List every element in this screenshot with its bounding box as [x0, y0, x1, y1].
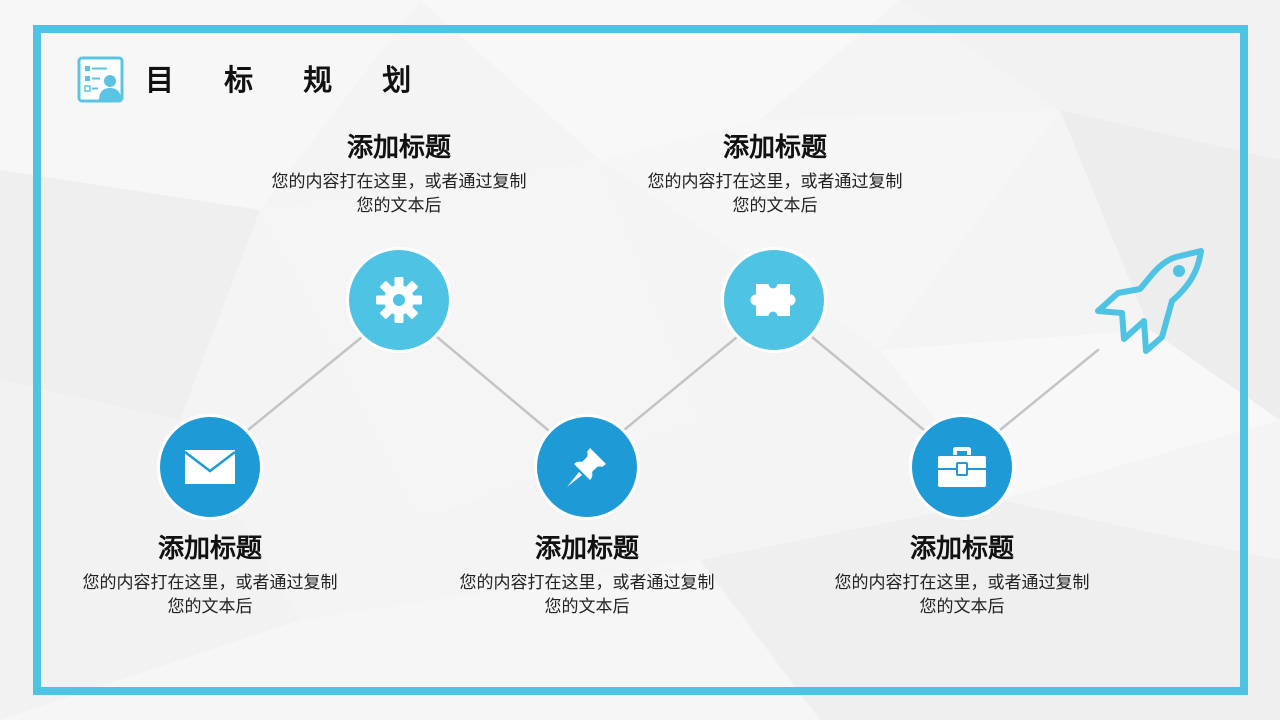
puzzle-icon — [750, 279, 796, 321]
slide-frame — [33, 25, 1248, 695]
step-2-title: 添加标题 — [346, 133, 451, 163]
step-3-text: 添加标题 您的内容打在这里，或者通过复制 您的文本后 — [427, 533, 747, 619]
step-5-node — [912, 417, 1012, 517]
step-3-desc-line2: 您的文本后 — [544, 597, 630, 617]
step-5-desc-line2: 您的文本后 — [919, 597, 1005, 617]
step-2-text: 添加标题 您的内容打在这里，或者通过复制 您的文本后 — [239, 132, 559, 218]
step-2-node — [349, 250, 449, 350]
step-4-desc-line2: 您的文本后 — [732, 196, 818, 216]
page-title: 目 标 规 划 — [145, 63, 432, 97]
step-5-title: 添加标题 — [909, 534, 1014, 564]
step-2-desc: 您的内容打在这里，或者通过复制 您的文本后 — [239, 170, 559, 218]
step-4-desc: 您的内容打在这里，或者通过复制 您的文本后 — [615, 170, 935, 218]
rocket-icon — [1095, 248, 1204, 354]
step-4-text: 添加标题 您的内容打在这里，或者通过复制 您的文本后 — [615, 132, 935, 218]
briefcase-icon — [938, 447, 986, 487]
step-4-node — [724, 250, 824, 350]
step-1-title: 添加标题 — [157, 534, 262, 564]
step-3-desc: 您的内容打在这里，或者通过复制 您的文本后 — [427, 571, 747, 619]
step-1-text: 添加标题 您的内容打在这里，或者通过复制 您的文本后 — [50, 533, 370, 619]
step-2-desc-line2: 您的文本后 — [356, 196, 442, 216]
gear-icon — [376, 277, 422, 323]
pushpin-icon — [567, 448, 606, 487]
step-3-node — [537, 417, 637, 517]
profile-list-icon — [77, 56, 124, 103]
mail-icon — [184, 450, 236, 484]
step-2-desc-line1: 您的内容打在这里，或者通过复制 — [271, 172, 527, 192]
step-4-title: 添加标题 — [722, 133, 827, 163]
step-5-desc: 您的内容打在这里，或者通过复制 您的文本后 — [802, 571, 1122, 619]
step-1-desc-line1: 您的内容打在这里，或者通过复制 — [82, 573, 338, 593]
step-1-node — [160, 417, 260, 517]
step-3-title: 添加标题 — [534, 534, 639, 564]
step-5-text: 添加标题 您的内容打在这里，或者通过复制 您的文本后 — [802, 533, 1122, 619]
step-5-desc-line1: 您的内容打在这里，或者通过复制 — [834, 573, 1090, 593]
step-4-desc-line1: 您的内容打在这里，或者通过复制 — [647, 172, 903, 192]
step-3-desc-line1: 您的内容打在这里，或者通过复制 — [459, 573, 715, 593]
step-1-desc-line2: 您的文本后 — [167, 597, 253, 617]
step-1-desc: 您的内容打在这里，或者通过复制 您的文本后 — [50, 571, 370, 619]
